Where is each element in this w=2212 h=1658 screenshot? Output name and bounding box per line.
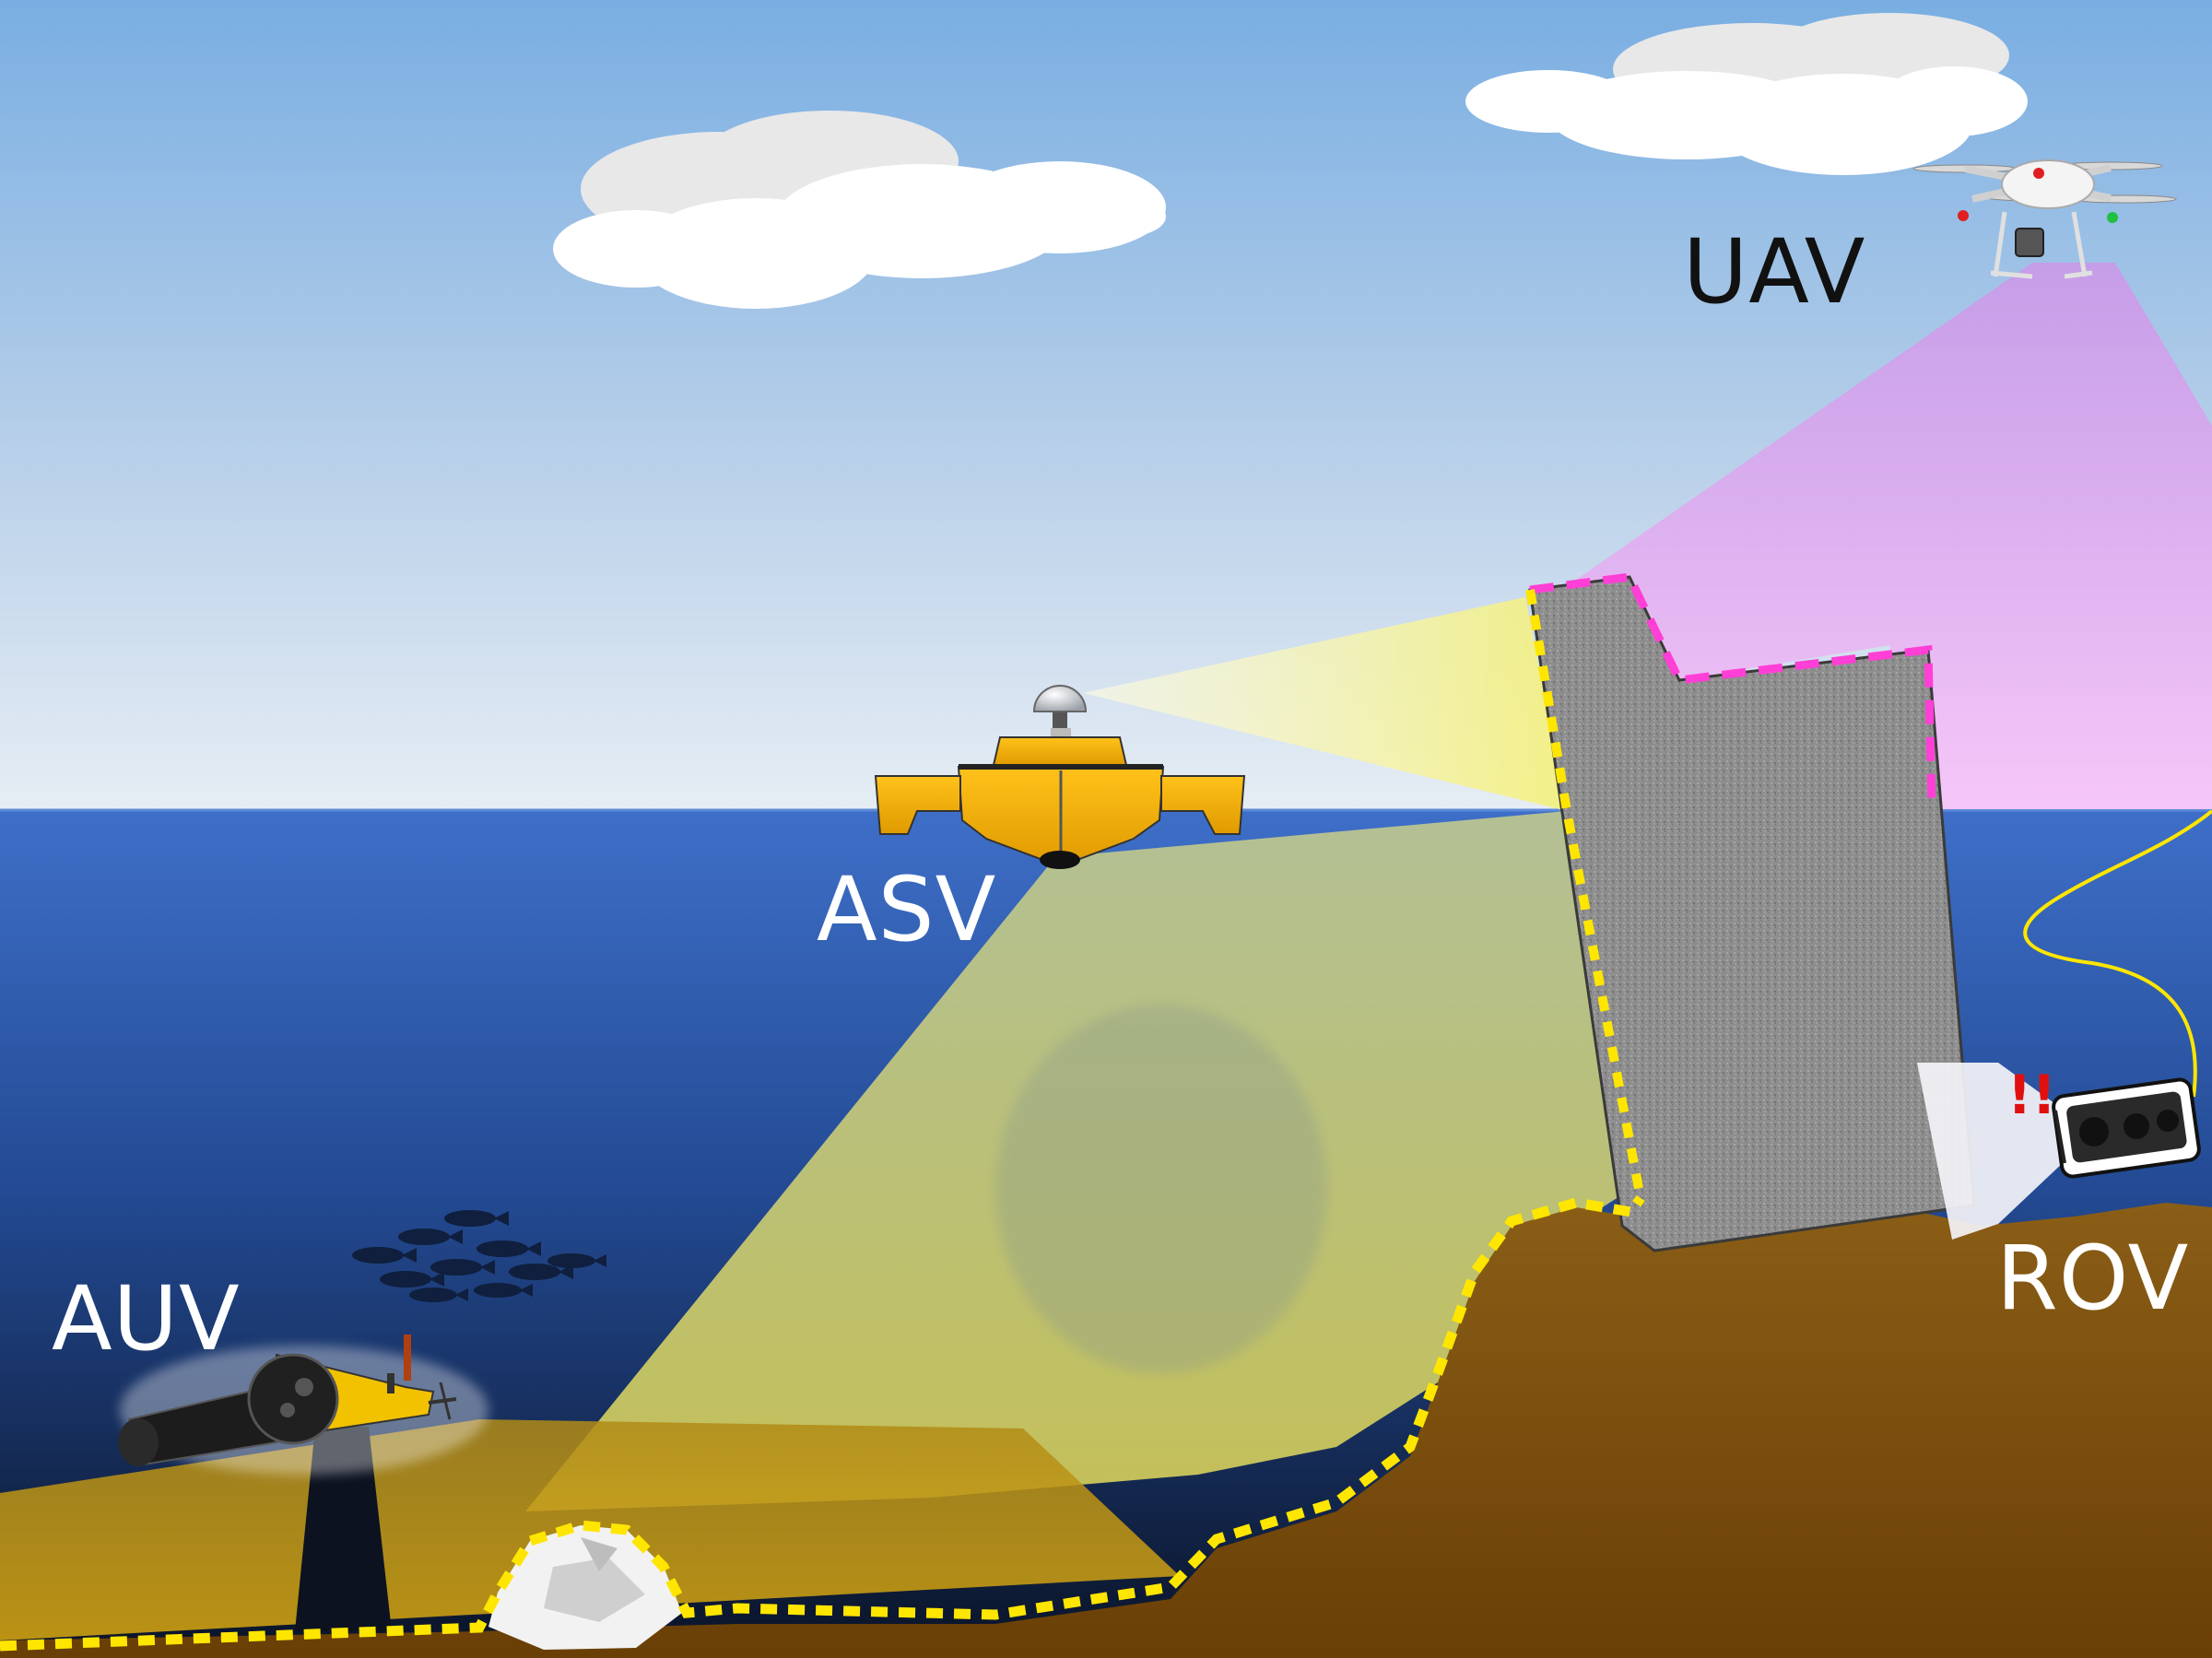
cloud-icon [553, 111, 1166, 309]
rov-tether [2023, 809, 2212, 1098]
rov-icon [2052, 1077, 2201, 1179]
cloud-icon [1465, 13, 2028, 175]
uav-camera-footprint [1567, 263, 2212, 809]
seabed [0, 1203, 2212, 1658]
fish-icon [352, 1210, 606, 1302]
rov-alert-text: !! [2007, 1064, 2056, 1126]
uav-label: UAV [1683, 220, 1865, 323]
rov-label: ROV [1996, 1227, 2189, 1330]
seafloor-rock [488, 1525, 682, 1650]
asv-label: ASV [817, 858, 996, 961]
sonar-shadow [995, 1005, 1327, 1373]
auv-icon [118, 1335, 488, 1475]
seafloor-mapped-boundary [0, 1194, 1645, 1652]
drone-icon [1912, 159, 2177, 279]
uav-mapped-boundary [1529, 572, 1936, 810]
asv-lidar-beam [1083, 597, 1567, 811]
auv-label: AUV [52, 1267, 241, 1370]
boat-icon [874, 685, 1246, 869]
auv-nadir-gap [295, 1427, 392, 1631]
rov-camera-cone [1917, 1063, 2065, 1240]
